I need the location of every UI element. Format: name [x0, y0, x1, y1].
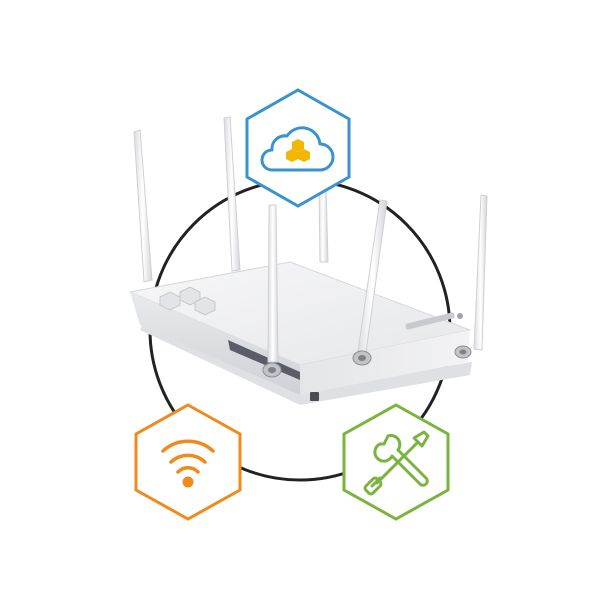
antenna [133, 129, 153, 283]
antenna-connector [454, 345, 472, 359]
device-front-left [130, 292, 300, 395]
device-hex-buttons [159, 286, 216, 316]
cloud-badge [245, 88, 351, 208]
device-port [310, 392, 319, 401]
device-accent-stripe [228, 340, 300, 380]
wifi-badge [134, 403, 242, 521]
device-front-right [300, 330, 470, 395]
device-underside [140, 318, 472, 405]
antenna [352, 199, 388, 366]
device-logo [405, 312, 463, 330]
antenna [473, 194, 488, 351]
tools-badge [342, 403, 450, 521]
antenna [223, 116, 241, 272]
wrench-screwdriver-icon [363, 430, 430, 496]
wifi-icon [161, 439, 215, 474]
cloud-icon [260, 126, 335, 172]
antenna [262, 204, 282, 378]
wifi-dot [182, 476, 194, 488]
